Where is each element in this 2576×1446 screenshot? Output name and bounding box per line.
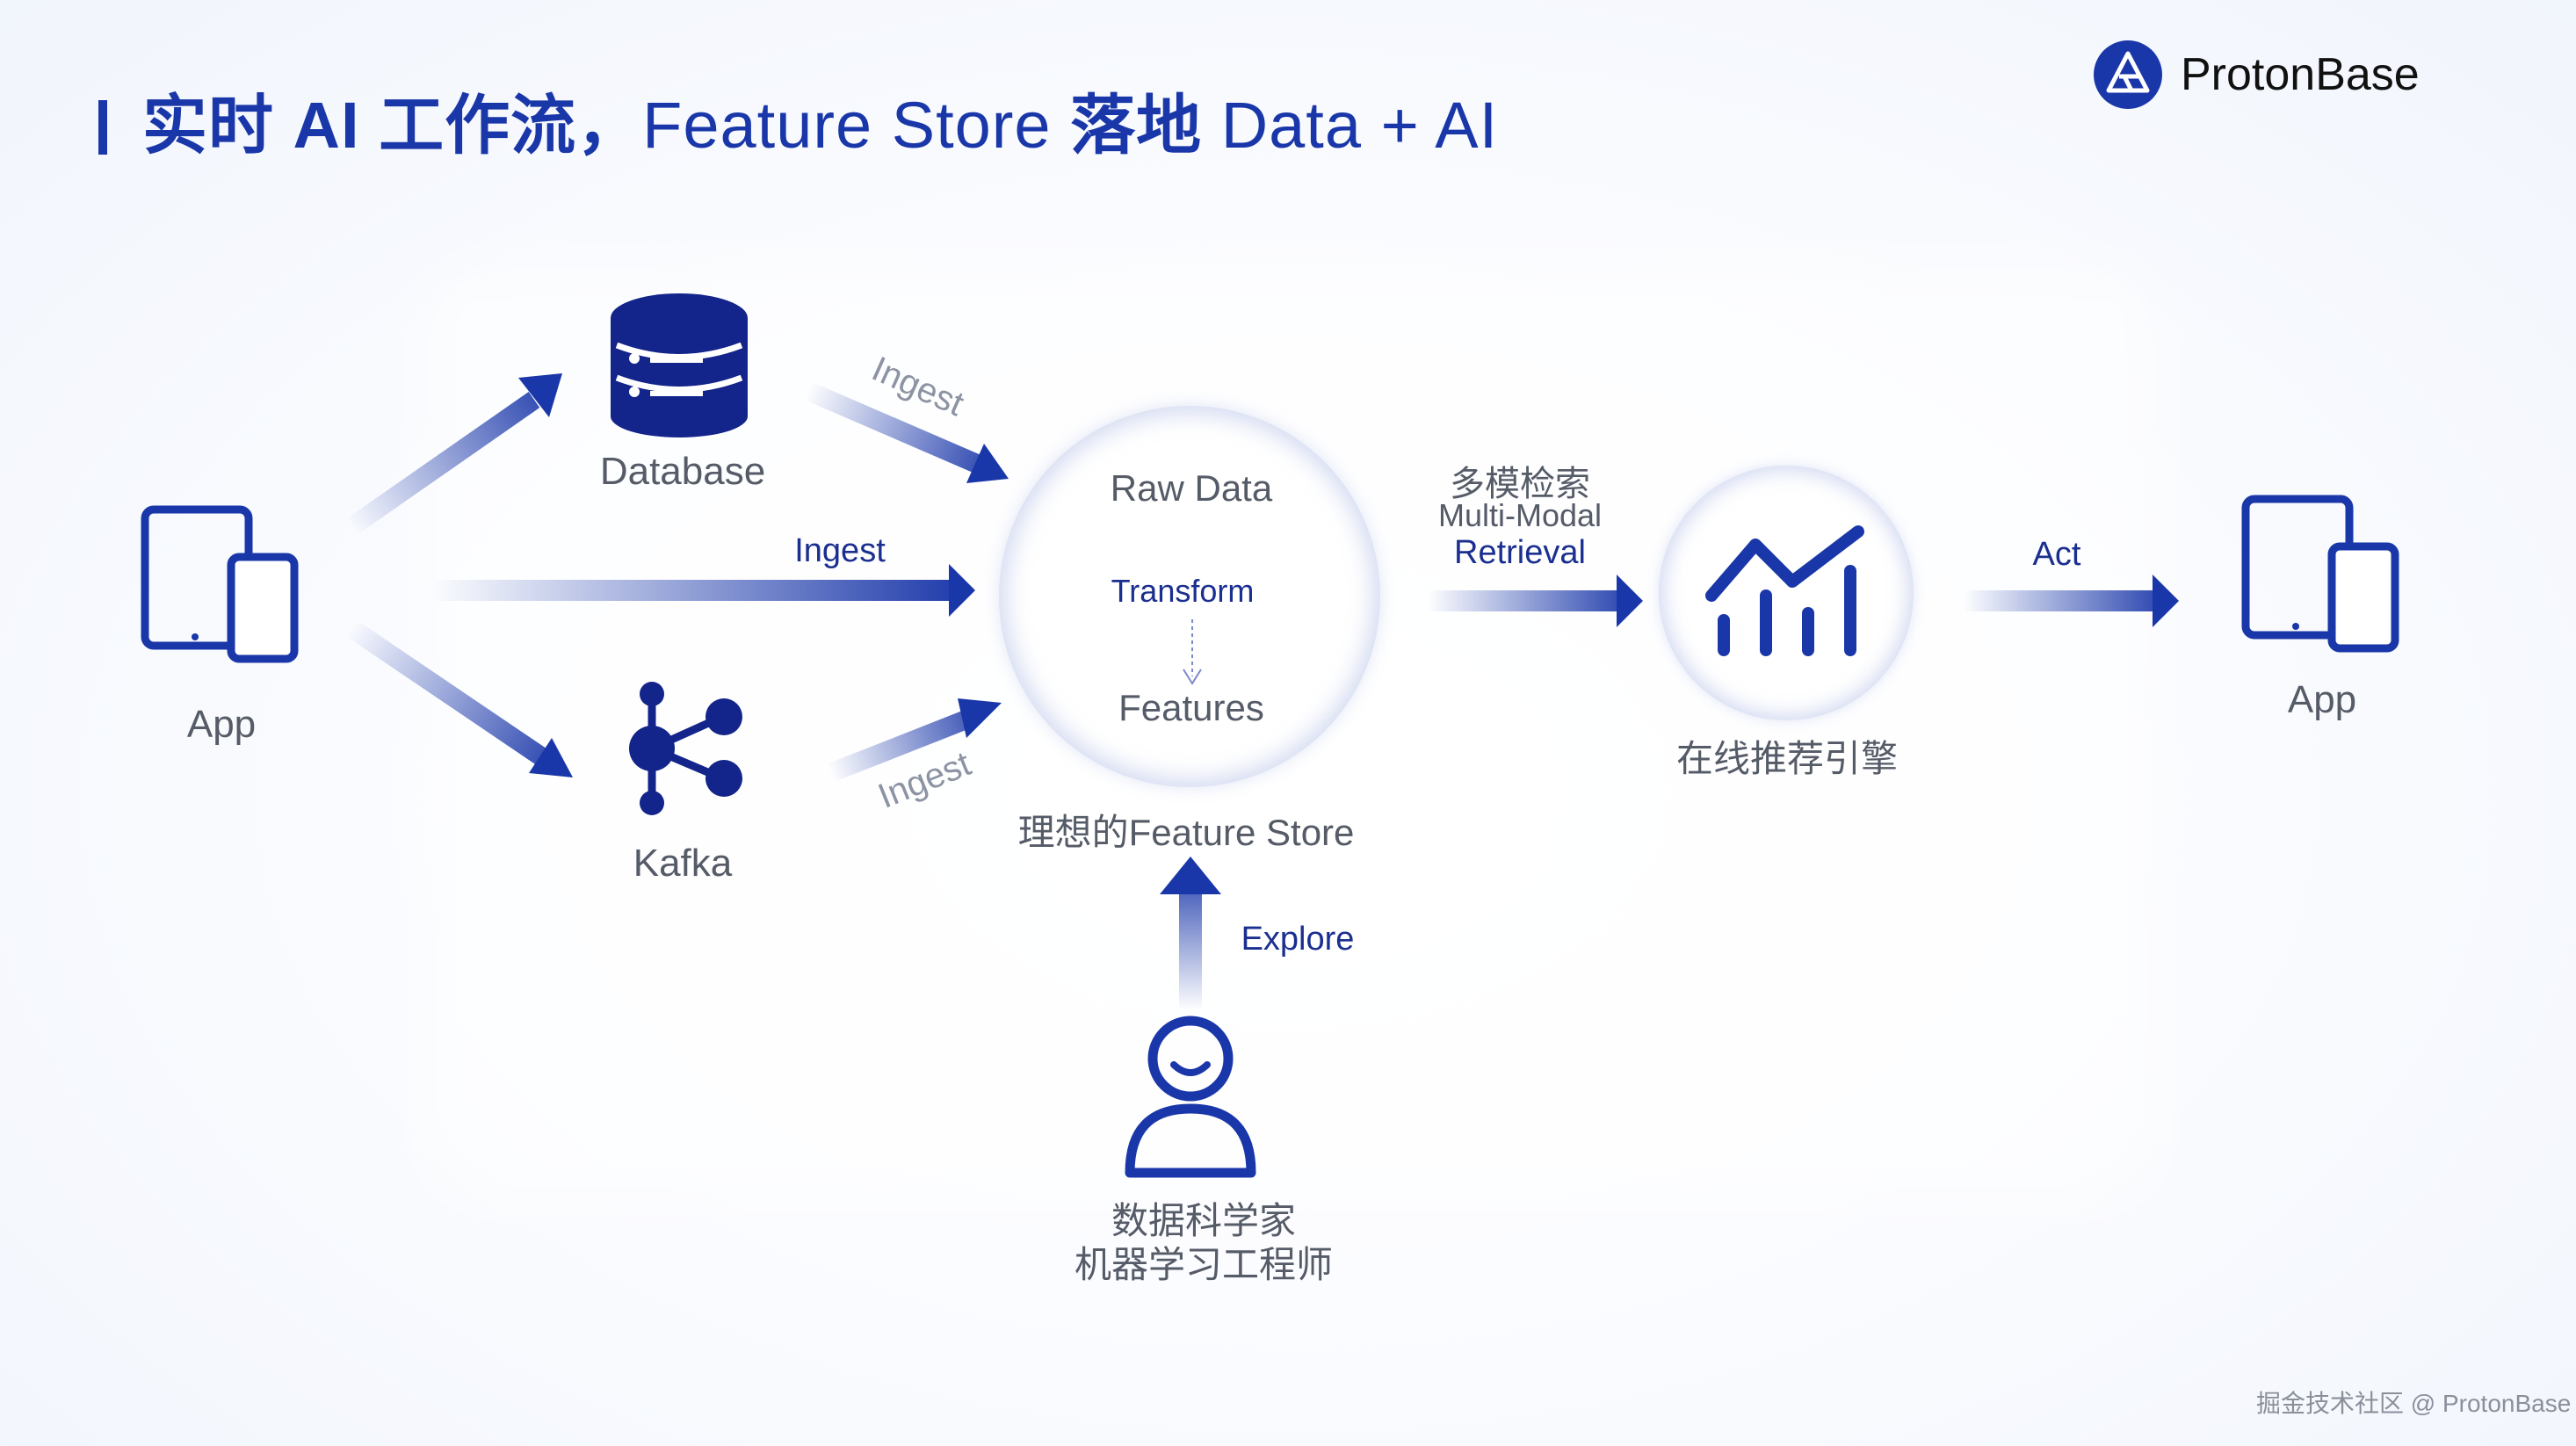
feature-store-circle <box>999 406 1380 787</box>
protonbase-logo-icon <box>2094 40 2162 109</box>
database-icon <box>611 293 748 437</box>
act-label: Act <box>2032 536 2081 573</box>
watermark: 掘金技术社区 @ ProtonBase <box>2256 1390 2572 1417</box>
retrieval-multimodal-label: Multi-Modal <box>1437 497 1603 533</box>
kafka-icon <box>629 682 742 815</box>
arrow-app-to-kafka <box>345 619 573 777</box>
source-app-label: App <box>186 703 257 746</box>
ml-engineer-label: 机器学习工程师 <box>1074 1244 1334 1285</box>
retrieval-cjk-label: 多模检索 <box>1450 465 1590 503</box>
target-app-label: App <box>2287 678 2357 721</box>
data-scientist-label: 数据科学家 <box>1111 1200 1297 1241</box>
engine-label: 在线推荐引擎 <box>1675 738 1899 779</box>
brand-name: ProtonBase <box>2181 49 2420 100</box>
chart-trend-icon <box>1705 525 1864 656</box>
features-label: Features <box>1118 687 1264 728</box>
feature-store-caption: 理想的Feature Store <box>1017 812 1355 853</box>
title-middle: Feature Store <box>642 89 1071 162</box>
arrow-act <box>1964 575 2179 627</box>
engine-circle <box>1659 466 1914 720</box>
brand: ProtonBase <box>2093 35 2420 114</box>
retrieval-label: Retrieval <box>1454 534 1586 571</box>
arrow-explore <box>1160 857 1221 1010</box>
title-bar <box>98 100 107 155</box>
ingest-label-middle: Ingest <box>794 532 886 569</box>
raw-data-label: Raw Data <box>1110 467 1273 509</box>
database-label: Database <box>599 450 766 493</box>
transform-label: Transform <box>1111 573 1255 609</box>
title-cjk: 落地 <box>1070 89 1203 162</box>
arrow-app-to-database <box>345 373 562 536</box>
arrow-app-to-feature-store <box>431 564 975 617</box>
transform-arrow <box>1183 619 1202 685</box>
person-icon <box>1125 1016 1256 1178</box>
title-prefix: 实时 AI 工作流， <box>142 89 643 162</box>
title-suffix: Data + AI <box>1202 89 1499 162</box>
arrow-retrieval <box>1428 575 1643 627</box>
explore-label: Explore <box>1241 921 1355 958</box>
arrow-kafka-ingest <box>826 698 1002 783</box>
kafka-label: Kafka <box>633 842 733 885</box>
arrow-database-ingest <box>804 381 1009 483</box>
page-title: 实时 AI 工作流，Feature Store 落地 Data + AI <box>98 86 1498 165</box>
tablet-phone-icon <box>141 505 299 663</box>
tablet-phone-icon <box>2241 495 2399 653</box>
